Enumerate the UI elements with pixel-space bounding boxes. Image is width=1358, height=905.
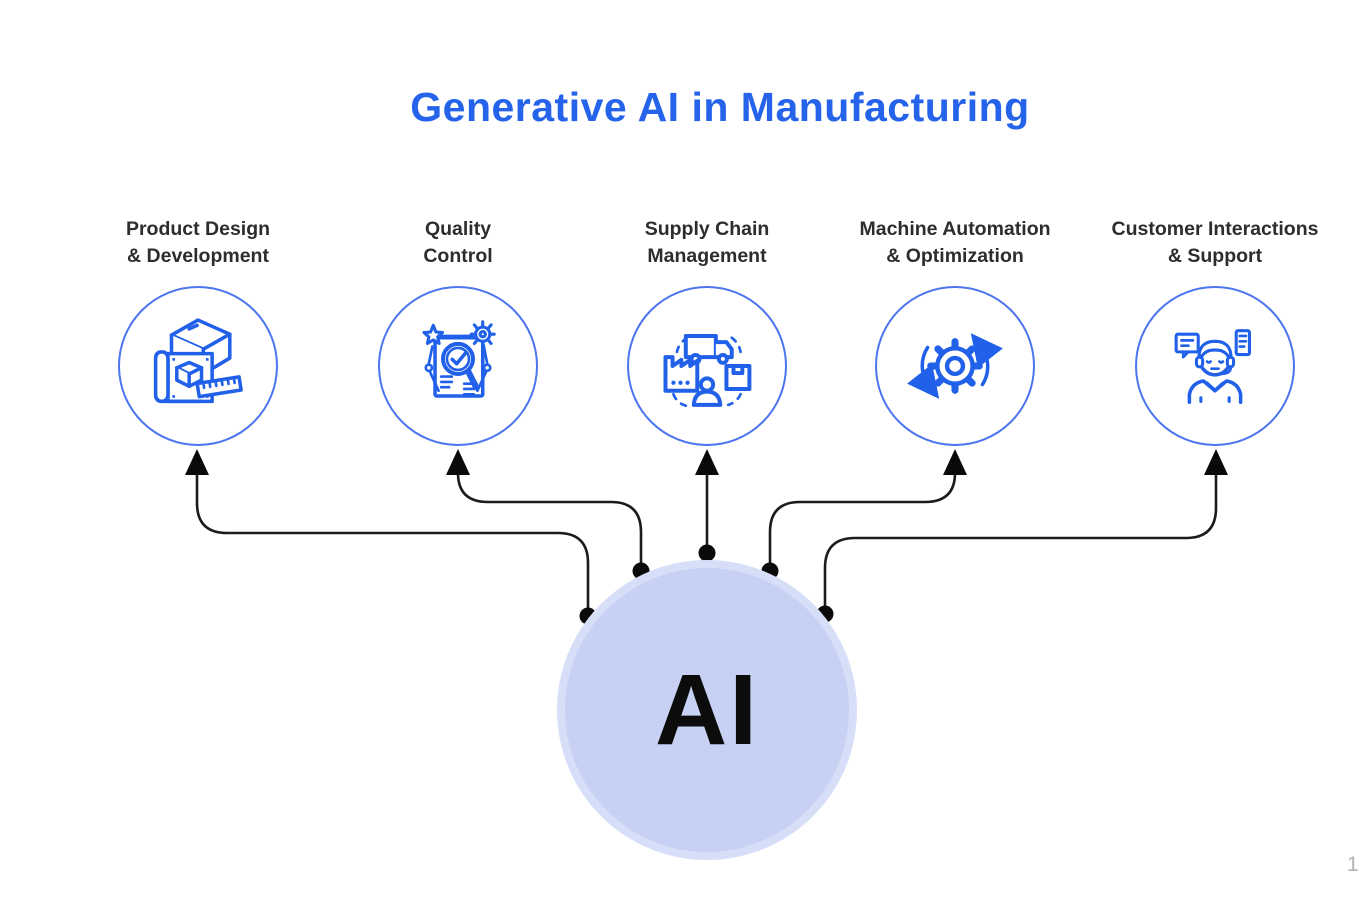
node-circle-machine-automation [875, 286, 1035, 446]
ai-center-node: AI [557, 560, 857, 860]
connector-quality-control [456, 472, 643, 571]
node-circle-supply-chain [627, 286, 787, 446]
ai-label: AI [655, 653, 759, 766]
node-product-design: Product Design & Development [68, 216, 328, 446]
arrowhead-machine-automation [943, 449, 967, 475]
node-label-quality-control: Quality Control [423, 218, 493, 267]
machine-automation-icon [907, 333, 1003, 399]
node-customer-support: Customer Interactions & Support [1085, 216, 1345, 446]
node-label-machine-automation: Machine Automation & Optimization [859, 218, 1051, 267]
node-label-product-design: Product Design & Development [125, 218, 271, 267]
node-circle-quality-control [378, 286, 538, 446]
customer-support-icon [1174, 329, 1251, 404]
connector-machine-automation [768, 472, 957, 571]
node-machine-automation: Machine Automation & Optimization [825, 216, 1085, 446]
node-quality-control: Quality Control [328, 216, 588, 446]
connector-customer-support [823, 473, 1218, 614]
dot-supply-chain [698, 544, 716, 562]
arrowhead-supply-chain [695, 449, 719, 475]
connector-product-design [195, 473, 590, 616]
arrowhead-customer-support [1204, 449, 1228, 475]
page-marker: 1 [1347, 853, 1358, 876]
quality-control-icon [422, 320, 496, 398]
product-design-icon [153, 318, 243, 404]
arrowhead-product-design [185, 449, 209, 475]
node-label-supply-chain: Supply Chain Management [644, 218, 770, 267]
node-label-customer-support: Customer Interactions & Support [1111, 218, 1319, 267]
page-title: Generative AI in Manufacturing [410, 84, 1030, 130]
node-circle-customer-support [1135, 286, 1295, 446]
supply-chain-icon [663, 333, 752, 408]
node-supply-chain: Supply Chain Management [577, 216, 837, 446]
arrowhead-quality-control [446, 449, 470, 475]
node-circle-product-design [118, 286, 278, 446]
